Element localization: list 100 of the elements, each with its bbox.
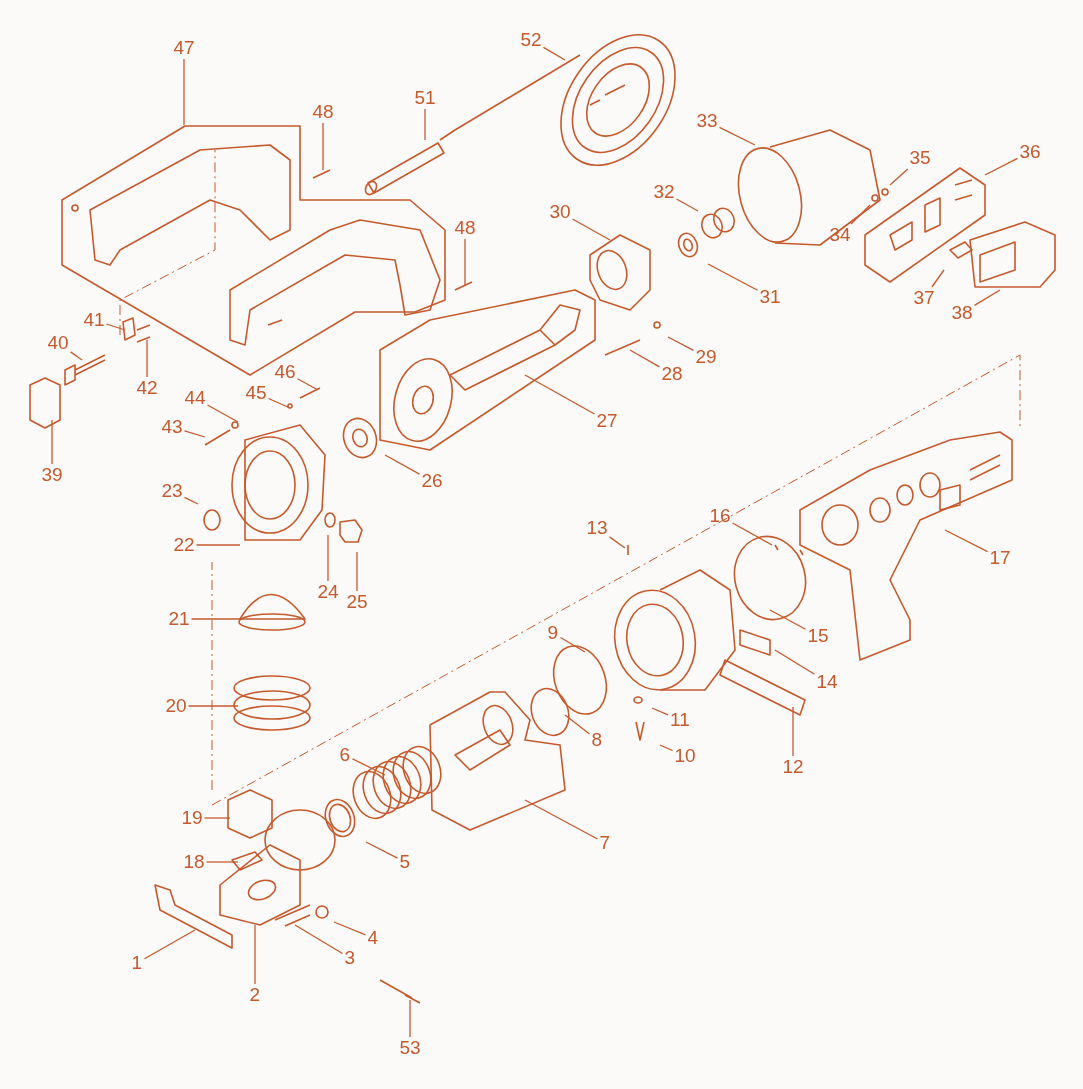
- callout-number: 2: [249, 985, 261, 1005]
- callout-number: 43: [161, 417, 183, 437]
- callout-number: 51: [414, 88, 436, 108]
- callout-number: 6: [339, 745, 351, 765]
- leader-line: [931, 269, 945, 288]
- leader-line: [187, 705, 239, 707]
- callout-number: 44: [184, 388, 206, 408]
- leader-line: [195, 544, 241, 546]
- callout-number: 48: [454, 218, 476, 238]
- leader-line: [333, 921, 367, 936]
- callout-number: 21: [168, 609, 190, 629]
- leader-line: [294, 924, 344, 955]
- callout-number: 18: [183, 852, 205, 872]
- leader-line: [146, 339, 148, 378]
- leader-line: [296, 378, 319, 391]
- leader-line: [267, 397, 291, 409]
- callout-number: 46: [274, 362, 296, 382]
- leader-line: [183, 496, 199, 505]
- leader-line: [190, 618, 241, 620]
- callout-number: 24: [317, 582, 339, 602]
- callout-number: 25: [346, 592, 368, 612]
- callout-number: 40: [47, 333, 69, 353]
- leader-line: [769, 609, 807, 630]
- callout-number: 47: [173, 38, 195, 58]
- callout-number: 52: [520, 30, 542, 50]
- callout-number: 5: [399, 852, 411, 872]
- callout-number: 48: [312, 102, 334, 122]
- leader-line: [327, 534, 329, 582]
- leader-line: [524, 374, 596, 415]
- leader-line: [464, 238, 466, 286]
- callout-number: 8: [591, 730, 603, 750]
- leader-line: [731, 522, 773, 546]
- leader-line: [409, 999, 411, 1038]
- callout-number: 32: [653, 182, 675, 202]
- leader-line: [183, 58, 185, 126]
- callout-number: 14: [816, 672, 838, 692]
- leader-line: [667, 336, 695, 352]
- leader-line: [792, 706, 794, 757]
- callout-number: 23: [161, 481, 183, 501]
- leader-line: [51, 419, 53, 465]
- leader-line: [542, 46, 566, 61]
- leader-line: [944, 529, 989, 553]
- leader-line: [629, 349, 661, 368]
- leader-line: [984, 157, 1019, 176]
- callout-number: 53: [399, 1038, 421, 1058]
- leader-line: [143, 929, 196, 960]
- callout-number: 42: [136, 378, 158, 398]
- callout-number: 1: [131, 953, 143, 973]
- leader-line: [351, 758, 386, 776]
- callout-number: 9: [547, 623, 559, 643]
- leader-line: [254, 924, 256, 985]
- callout-number: 13: [586, 518, 608, 538]
- leader-line: [559, 636, 586, 653]
- leader-line: [850, 204, 871, 225]
- leader-line: [675, 198, 699, 212]
- leader-line: [206, 404, 239, 423]
- callout-number: 38: [951, 303, 973, 323]
- callout-number: 20: [165, 696, 187, 716]
- leader-line: [365, 841, 399, 859]
- leader-line: [889, 168, 909, 186]
- leader-line: [571, 218, 611, 241]
- leader-line: [564, 714, 591, 735]
- leader-line: [718, 126, 756, 146]
- callout-number: 4: [367, 928, 379, 948]
- callout-number: 16: [709, 506, 731, 526]
- leader-line: [651, 707, 669, 716]
- leader-line: [205, 861, 239, 863]
- callout-number: 33: [696, 111, 718, 131]
- callout-number: 45: [245, 383, 267, 403]
- callout-number: 30: [549, 202, 571, 222]
- leader-line: [774, 649, 816, 675]
- leader-line: [608, 536, 626, 549]
- leader-line: [424, 108, 426, 141]
- callout-number: 36: [1019, 142, 1041, 162]
- leader-line: [356, 551, 358, 592]
- callout-number: 12: [782, 757, 804, 777]
- callout-number: 31: [759, 287, 781, 307]
- leader-line: [322, 122, 324, 171]
- callout-number: 39: [41, 465, 63, 485]
- callout-number: 11: [670, 710, 690, 730]
- leader-line: [183, 430, 206, 438]
- leader-line: [105, 323, 126, 331]
- callout-number: 10: [674, 746, 696, 766]
- callout-number: 15: [807, 626, 829, 646]
- callout-number: 27: [596, 411, 618, 431]
- callout-number: 22: [173, 535, 195, 555]
- callout-number: 7: [599, 833, 611, 853]
- leader-line: [384, 454, 421, 475]
- callout-number: 41: [83, 310, 105, 330]
- callout-number: 29: [695, 347, 717, 367]
- callout-number: 26: [421, 471, 443, 491]
- callout-number: 28: [661, 364, 683, 384]
- leader-line: [659, 744, 674, 752]
- callout-number: 35: [909, 148, 931, 168]
- callout-number: 3: [344, 948, 356, 968]
- leader-line: [707, 263, 759, 291]
- leader-line: [524, 799, 599, 840]
- callout-number: 34: [829, 225, 851, 245]
- leader-line: [203, 817, 231, 819]
- leader-line: [69, 351, 83, 361]
